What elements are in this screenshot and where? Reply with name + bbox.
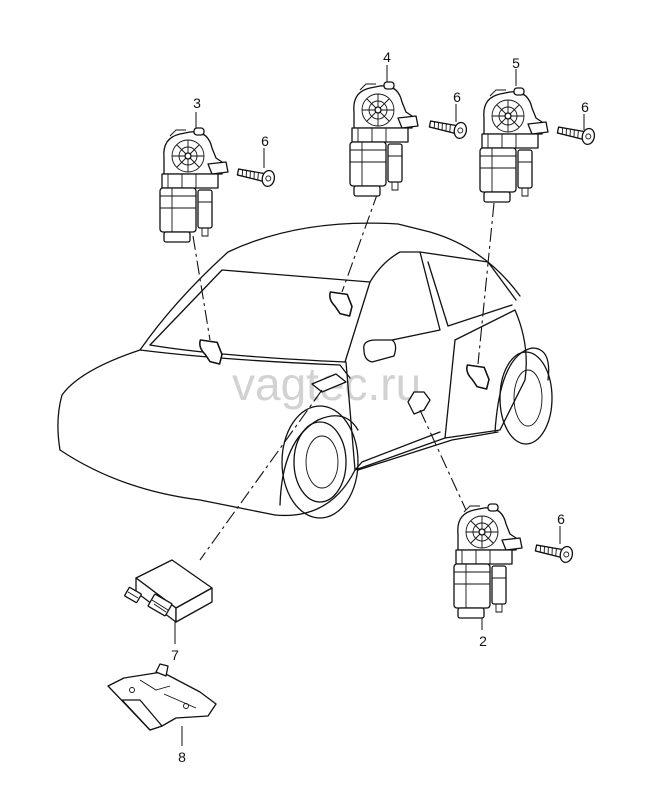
mount-marker-rear-right bbox=[466, 364, 490, 390]
callout-3: 3 bbox=[193, 95, 201, 111]
callout-8: 8 bbox=[178, 749, 186, 765]
bolt-6-a bbox=[235, 163, 277, 189]
callout-5: 5 bbox=[512, 55, 520, 71]
window-motor-3 bbox=[159, 127, 229, 243]
bracket-8 bbox=[107, 663, 217, 731]
bolt-6-b bbox=[427, 115, 469, 141]
window-motor-2 bbox=[453, 503, 523, 619]
mount-marker-door bbox=[407, 391, 431, 415]
callout-4: 4 bbox=[383, 49, 391, 65]
callouts: 3 6 4 6 5 6 6 2 7 8 bbox=[171, 49, 589, 765]
window-motor-5 bbox=[479, 87, 549, 203]
callout-6-c: 6 bbox=[581, 99, 589, 115]
mount-marker-front-left bbox=[199, 339, 223, 365]
callout-6-a: 6 bbox=[261, 133, 269, 149]
control-unit-7 bbox=[124, 559, 213, 623]
callout-2: 2 bbox=[479, 633, 487, 649]
callout-6-d: 6 bbox=[557, 511, 565, 527]
bolt-6-d bbox=[533, 539, 575, 565]
window-motor-4 bbox=[349, 81, 419, 197]
control-unit-marker bbox=[311, 373, 347, 393]
mount-marker-front-right bbox=[329, 291, 353, 317]
callout-7: 7 bbox=[171, 647, 179, 663]
bolt-6-c bbox=[555, 121, 597, 147]
car-body bbox=[57, 222, 553, 519]
callout-6-b: 6 bbox=[453, 89, 461, 105]
leader-lines bbox=[174, 65, 585, 746]
